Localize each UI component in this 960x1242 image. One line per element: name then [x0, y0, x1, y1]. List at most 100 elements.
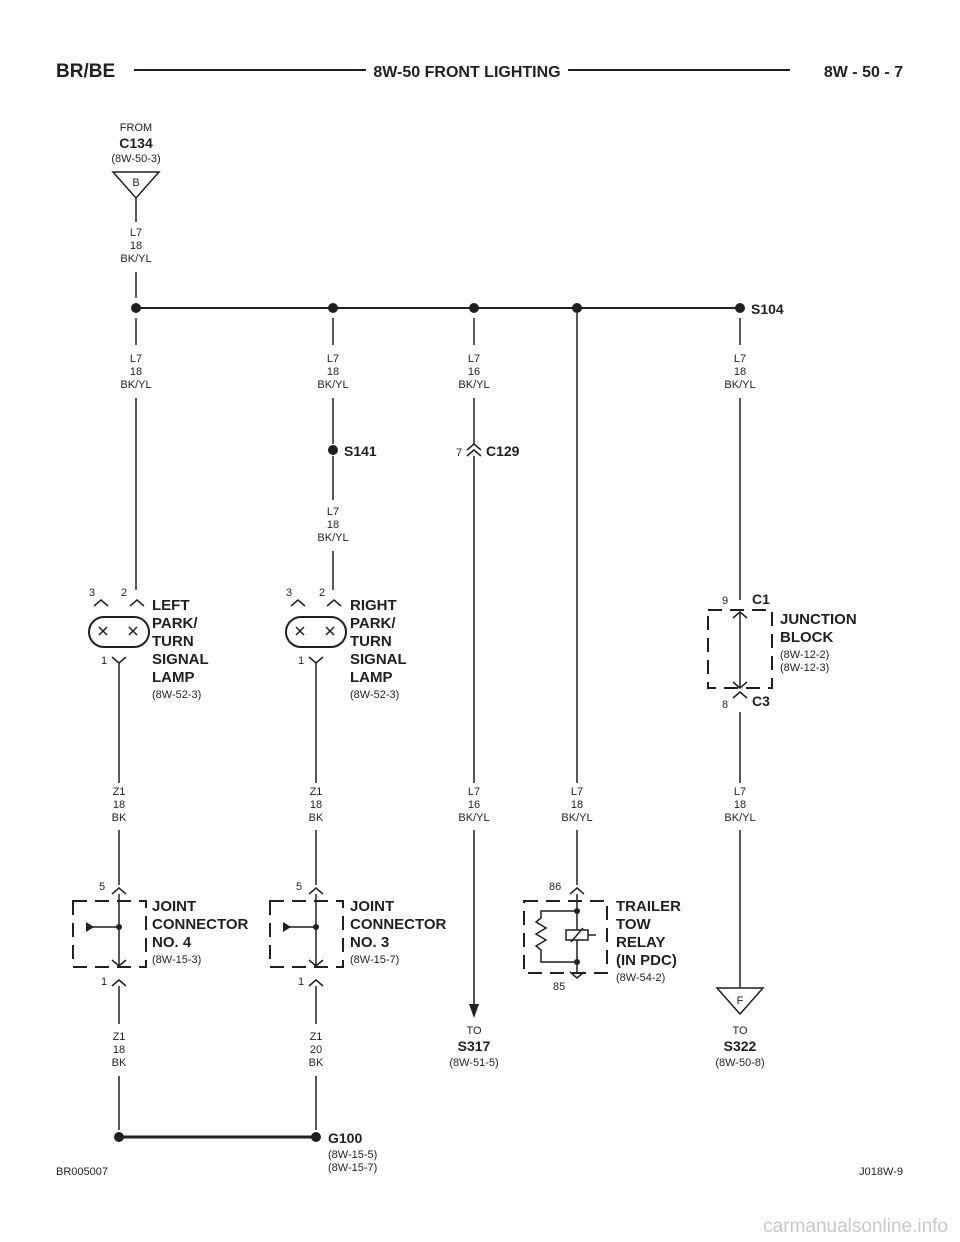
- resistor-icon: [534, 910, 577, 963]
- wire-b1-circuit: L7: [130, 353, 142, 365]
- splice-dot: [313, 924, 319, 930]
- to-s317-to: TO: [466, 1025, 482, 1037]
- relay-box: [523, 900, 608, 974]
- wire-jc3-circuit: Z1: [310, 1031, 323, 1043]
- wire-left-lamp-circuit: Z1: [113, 786, 126, 798]
- wire-b1-gauge: 18: [130, 366, 142, 378]
- relay-line-3: RELAY: [616, 934, 665, 951]
- right-lamp-line-1: RIGHT: [350, 597, 397, 614]
- left-lamp-pin-1: 1: [101, 655, 107, 667]
- source-triangle-icon: [111, 171, 161, 200]
- wire-jb-color: BK/YL: [724, 812, 755, 824]
- jc3-line-1: JOINT: [350, 898, 394, 915]
- relay-coil-slash: [570, 927, 584, 943]
- c129-label: C129: [486, 443, 520, 459]
- relay-pin-bottom: 85: [553, 981, 565, 993]
- jb-line-2: BLOCK: [780, 629, 833, 646]
- jc4-line-1: JOINT: [152, 898, 196, 915]
- wire-b3-gauge: 16: [468, 366, 480, 378]
- relay-line-4: (IN PDC): [616, 952, 677, 969]
- to-s322-letter: F: [737, 995, 744, 1007]
- destination-triangle-icon: [715, 987, 765, 1016]
- jb-c3-label: C3: [752, 693, 770, 709]
- pin-chevron-icon: [308, 656, 324, 664]
- pin-chevron-icon: [111, 656, 127, 664]
- wire-left-lamp-gauge: 18: [113, 799, 125, 811]
- left-lamp-line-3: TURN: [152, 633, 194, 650]
- jc4-line-3: NO. 4: [152, 934, 192, 951]
- right-lamp-line-3: TURN: [350, 633, 392, 650]
- wire-b5-circuit: L7: [734, 353, 746, 365]
- source-letter: B: [132, 177, 139, 189]
- wire-b2-gauge: 18: [327, 366, 339, 378]
- header-left: BR/BE: [56, 61, 115, 82]
- pin-chevron-icon: [569, 971, 585, 979]
- left-lamp-line-2: PARK/: [152, 615, 198, 632]
- wire-top-circuit: L7: [130, 227, 142, 239]
- pin-chevron-icon: [308, 887, 324, 895]
- to-s317-ref: (8W-51-5): [449, 1057, 498, 1069]
- arrow-icon: [86, 922, 94, 932]
- lamp-filament-icon: [295, 626, 335, 636]
- ground-g100-ref-1: (8W-15-5): [328, 1149, 377, 1161]
- c129-pin: 7: [456, 447, 462, 459]
- pin-chevron-icon: [569, 887, 585, 895]
- left-lamp-bulb-icon: [88, 616, 150, 648]
- left-lamp-line-1: LEFT: [152, 597, 190, 614]
- relay-ref: (8W-54-2): [616, 972, 665, 984]
- relay-line-2: TOW: [616, 916, 652, 933]
- to-s322-ref: (8W-50-8): [715, 1057, 764, 1069]
- jb-pin-top: 9: [722, 595, 728, 607]
- wire-right-lamp-color: BK: [309, 812, 324, 824]
- wire-jc3-color: BK: [309, 1057, 324, 1069]
- right-lamp-pin-1: 1: [298, 655, 304, 667]
- wire-jc3-gauge: 20: [310, 1044, 322, 1056]
- left-lamp-line-5: LAMP: [152, 669, 195, 686]
- jb-c1-label: C1: [752, 591, 770, 607]
- pin-chevron-icon: [93, 599, 109, 607]
- header-title: 8W-50 FRONT LIGHTING: [373, 64, 560, 81]
- wire-s141-color: BK/YL: [317, 532, 348, 544]
- header-page: 8W - 50 - 7: [824, 64, 903, 81]
- wire-c129-color: BK/YL: [458, 812, 489, 824]
- splice-dot: [311, 1132, 321, 1142]
- wire-jb-gauge: 18: [734, 799, 746, 811]
- splice-s141-label: S141: [344, 443, 377, 459]
- right-lamp-line-4: SIGNAL: [350, 651, 407, 668]
- wire-right-lamp-gauge: 18: [310, 799, 322, 811]
- splice-s104-label: S104: [751, 301, 784, 317]
- pin-chevron-icon: [129, 599, 145, 607]
- jc3-pin-bottom: 1: [298, 976, 304, 988]
- wire-relay-color: BK/YL: [561, 812, 592, 824]
- jc3-line-2: CONNECTOR: [350, 916, 447, 933]
- jc4-line-2: CONNECTOR: [152, 916, 249, 933]
- splice-dot: [328, 303, 338, 313]
- wire-b5-gauge: 18: [734, 366, 746, 378]
- jc4-ref: (8W-15-3): [152, 954, 201, 966]
- right-lamp-line-2: PARK/: [350, 615, 396, 632]
- footer-left-code: BR005007: [56, 1166, 108, 1178]
- splice-dot: [469, 303, 479, 313]
- right-lamp-line-5: LAMP: [350, 669, 393, 686]
- jc3-box: [269, 900, 344, 968]
- left-lamp-pin-3: 3: [89, 587, 95, 599]
- relay-pin-top: 86: [549, 881, 561, 893]
- wire-b3-color: BK/YL: [458, 379, 489, 391]
- wire-b2-circuit: L7: [327, 353, 339, 365]
- pin-chevron-icon: [308, 959, 324, 967]
- splice-dot: [116, 924, 122, 930]
- footer-right-code: J018W-9: [859, 1166, 903, 1178]
- wire-relay-gauge: 18: [571, 799, 583, 811]
- wire-left-lamp-color: BK: [112, 812, 127, 824]
- pin-chevron-icon: [466, 449, 482, 457]
- jc3-ref: (8W-15-7): [350, 954, 399, 966]
- source-connector: C134: [119, 135, 153, 151]
- wire-relay-circuit: L7: [571, 786, 583, 798]
- jc4-pin-bottom: 1: [101, 976, 107, 988]
- wire-b2-color: BK/YL: [317, 379, 348, 391]
- junction-block-box: [707, 609, 773, 689]
- jc3-line-3: NO. 3: [350, 934, 389, 951]
- right-lamp-ref: (8W-52-3): [350, 689, 399, 701]
- jb-pin-bottom: 8: [722, 699, 728, 711]
